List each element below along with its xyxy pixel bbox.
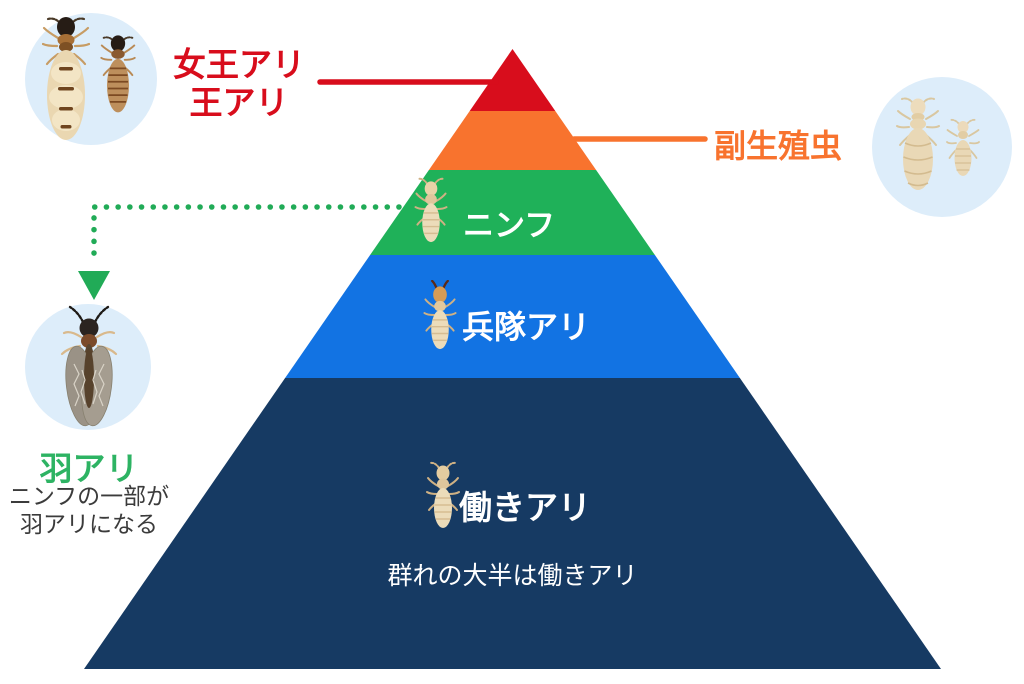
worker-level-label: 働きアリ — [459, 489, 591, 526]
secondary-reproductive-photo-circle — [872, 77, 1012, 217]
pyramid-level-queen-king — [469, 49, 556, 111]
winged-note-line2: 羽アリになる — [20, 511, 158, 537]
winged-note-line1: ニンフの一部が — [8, 483, 170, 509]
pyramid-level-nymph — [370, 170, 655, 255]
nymph-level-label: ニンフ — [463, 208, 556, 243]
secondary-reproductive-small-icon — [946, 118, 980, 182]
soldier-level-label: 兵隊アリ — [462, 309, 591, 345]
queen-label-line1: 女王アリ — [173, 46, 305, 83]
pyramid-level-soldier — [285, 255, 740, 378]
queen-king-callout-label: 女王アリ 王アリ — [155, 46, 323, 122]
winged-termite-note: ニンフの一部が 羽アリになる — [0, 482, 178, 538]
king-label-line2: 王アリ — [189, 84, 289, 121]
winged-termite-title: 羽アリ — [39, 450, 139, 487]
pyramid-level-secondary — [428, 111, 597, 170]
worker-termite-icon — [426, 460, 460, 532]
soldier-termite-icon — [423, 280, 457, 352]
dotted-arrow-head — [78, 271, 110, 300]
king-termite-icon — [98, 34, 138, 120]
queen-termite-icon — [42, 14, 90, 144]
winged-termite-icon — [50, 304, 128, 432]
nymph-termite-icon — [414, 176, 448, 246]
secondary-reproductive-callout-label: 副生殖虫 — [714, 128, 843, 164]
nymph-to-winged-dotted-arrow — [91, 204, 402, 267]
worker-majority-note: 群れの大半は働きアリ — [387, 562, 638, 590]
secondary-reproductive-large-icon — [895, 95, 941, 195]
pyramid-level-worker — [84, 378, 941, 669]
